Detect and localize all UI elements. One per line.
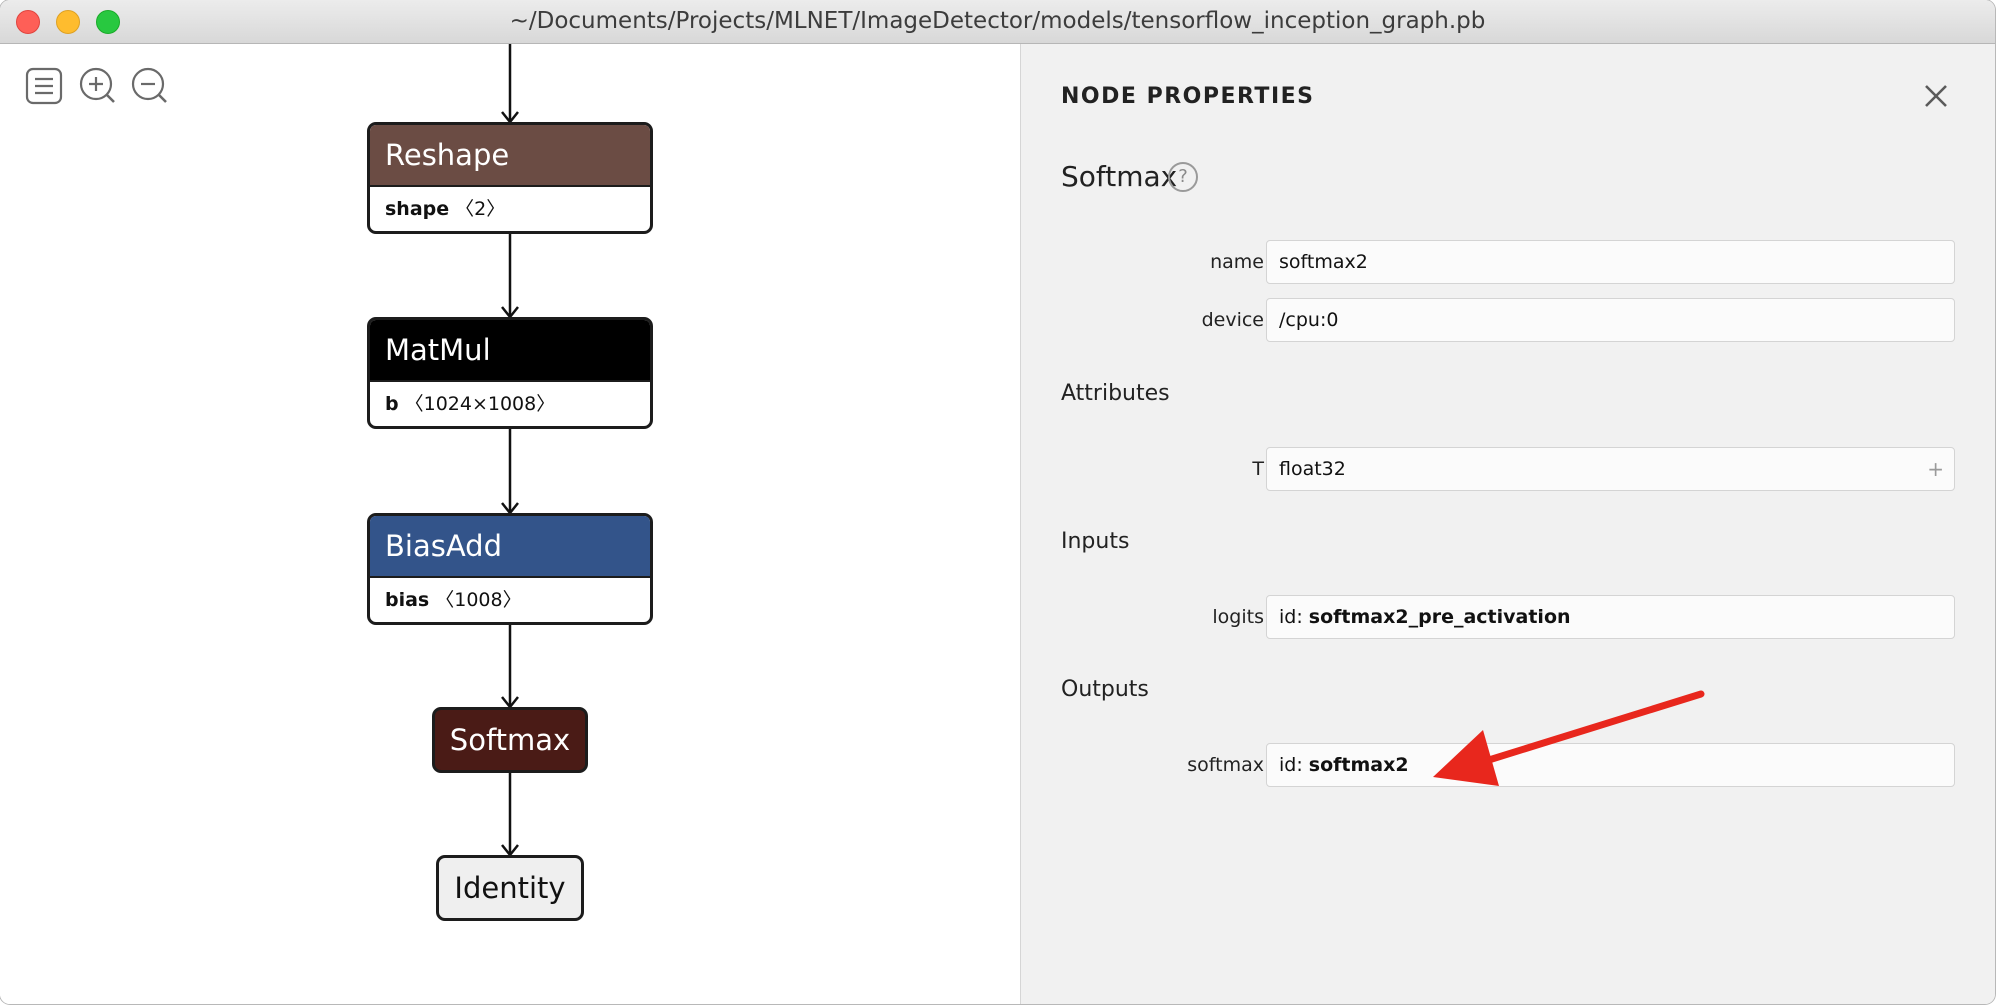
inputs-section-title: Inputs <box>1061 529 1130 554</box>
output-softmax-field[interactable]: id: softmax2 <box>1266 743 1955 787</box>
node-softmax-op: Softmax <box>449 723 571 757</box>
output-softmax-value: softmax2 <box>1308 754 1409 776</box>
input-logits-prefix: id: <box>1279 606 1303 628</box>
zoom-out-icon[interactable] <box>130 66 170 106</box>
input-logits-field[interactable]: id: softmax2_pre_activation <box>1266 595 1955 639</box>
attributes-section-title: Attributes <box>1061 381 1170 406</box>
title-bar: ~/Documents/Projects/MLNET/ImageDetector… <box>0 0 1995 44</box>
window-zoom-button[interactable] <box>96 10 120 34</box>
device-label: device <box>1201 309 1264 331</box>
node-biasadd-attr: bias〈1008〉 <box>370 578 650 622</box>
node-matmul-attr-value: 〈1024×1008〉 <box>404 393 556 415</box>
node-op-title: Softmax <box>1061 160 1178 193</box>
close-icon[interactable] <box>1918 78 1954 114</box>
node-properties-panel: NODE PROPERTIES Softmax ? name softmax2 … <box>1021 44 1995 1004</box>
node-matmul[interactable]: MatMul b〈1024×1008〉 <box>367 317 653 429</box>
attribute-t-value: float32 <box>1279 458 1346 480</box>
node-biasadd-op: BiasAdd <box>370 516 650 578</box>
node-biasadd[interactable]: BiasAdd bias〈1008〉 <box>367 513 653 625</box>
node-reshape-attr-name: shape <box>385 198 450 220</box>
help-icon[interactable]: ? <box>1168 162 1198 192</box>
panel-header: NODE PROPERTIES <box>1061 84 1315 109</box>
node-matmul-attr-name: b <box>385 393 399 415</box>
input-logits-value: softmax2_pre_activation <box>1308 606 1571 628</box>
node-identity-op: Identity <box>454 871 566 905</box>
expand-plus-icon[interactable]: + <box>1927 457 1944 481</box>
window-close-button[interactable] <box>16 10 40 34</box>
node-reshape-op: Reshape <box>370 125 650 187</box>
sidebar-menu-icon[interactable] <box>24 66 64 106</box>
attribute-t-label: T <box>1252 458 1264 480</box>
node-identity[interactable]: Identity <box>436 855 584 921</box>
name-field[interactable]: softmax2 <box>1266 240 1955 284</box>
graph-canvas[interactable]: Reshape shape〈2〉 MatMul b〈1024×1008〉 Bia… <box>0 44 1021 1004</box>
outputs-section-title: Outputs <box>1061 677 1149 702</box>
window-minimize-button[interactable] <box>56 10 80 34</box>
output-softmax-label: softmax <box>1187 754 1264 776</box>
attribute-t-field[interactable]: float32 + <box>1266 447 1955 491</box>
device-field[interactable]: /cpu:0 <box>1266 298 1955 342</box>
node-softmax[interactable]: Softmax <box>432 707 588 773</box>
node-biasadd-attr-value: 〈1008〉 <box>435 589 522 611</box>
node-matmul-attr: b〈1024×1008〉 <box>370 382 650 426</box>
name-value: softmax2 <box>1279 251 1368 273</box>
zoom-in-icon[interactable] <box>78 66 118 106</box>
name-label: name <box>1210 251 1264 273</box>
input-logits-label: logits <box>1212 606 1264 628</box>
node-reshape-attr-value: 〈2〉 <box>455 198 506 220</box>
device-value: /cpu:0 <box>1279 309 1339 331</box>
node-reshape-attr: shape〈2〉 <box>370 187 650 231</box>
output-softmax-prefix: id: <box>1279 754 1303 776</box>
node-matmul-op: MatMul <box>370 320 650 382</box>
node-biasadd-attr-name: bias <box>385 589 430 611</box>
window-title: ~/Documents/Projects/MLNET/ImageDetector… <box>509 8 1486 34</box>
node-reshape[interactable]: Reshape shape〈2〉 <box>367 122 653 234</box>
